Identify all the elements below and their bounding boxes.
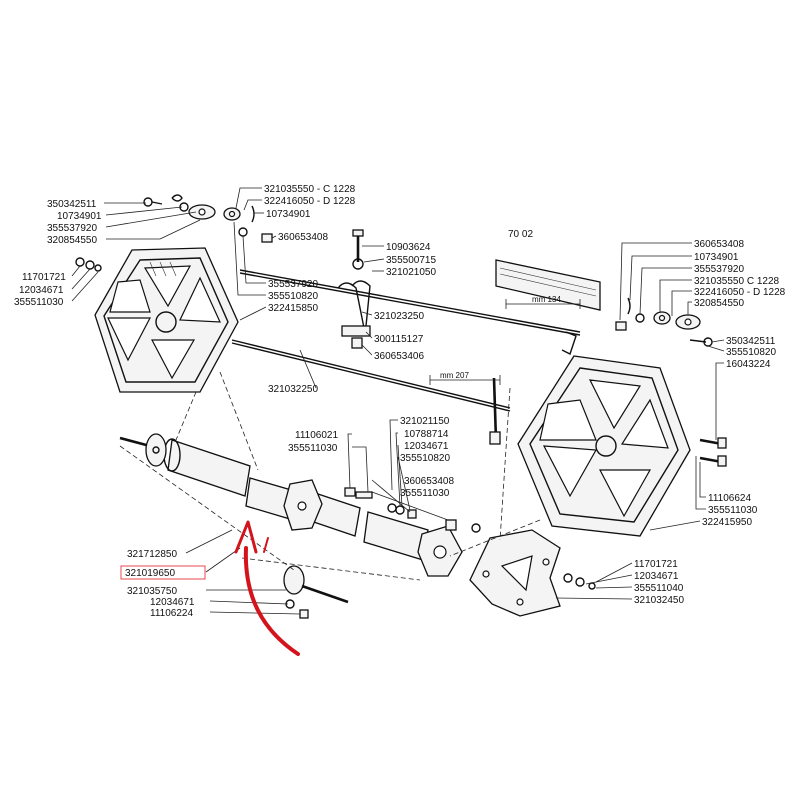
label-355511030-center-2: 355511030: [400, 488, 450, 499]
red-pointer-arrow: [234, 520, 300, 656]
label-350342511-left: 350342511: [47, 199, 97, 210]
label-355537920-mid: 355537920: [268, 279, 318, 290]
label-10788714: 10788714: [404, 429, 449, 440]
label-320854550-left: 320854550: [47, 235, 97, 246]
label-12034671-bottom: 12034671: [150, 597, 195, 608]
leader-lines: [71, 187, 725, 615]
label-355511030-right: 355511030: [708, 505, 758, 516]
highlight-box-321019650: [120, 565, 206, 580]
label-11701721-left: 11701721: [22, 272, 66, 283]
label-321035550-right: 321035550 C 1228: [694, 276, 780, 287]
label-360653408-right: 360653408: [694, 239, 744, 250]
label-10734901-top: 10734901: [266, 209, 311, 220]
label-321023250: 321023250: [374, 311, 424, 322]
label-350342511-right: 350342511: [726, 336, 776, 347]
label-12034671-left: 12034671: [19, 285, 64, 296]
right-hex-frame: [517, 355, 727, 537]
label-355511030-center: 355511030: [288, 443, 338, 454]
label-mm-207: mm 207: [440, 371, 469, 380]
label-321035750: 321035750: [127, 586, 177, 597]
label-16043224: 16043224: [726, 359, 771, 370]
shaft-assembly: [119, 269, 581, 619]
label-321021150: 321021150: [400, 416, 450, 427]
label-322415950: 322415950: [702, 517, 752, 528]
left-hex-frame: [94, 247, 239, 393]
label-321035550-top: 321035550 - C 1228: [264, 184, 356, 195]
label-321712850: 321712850: [127, 549, 177, 560]
label-11106624: 11106624: [708, 493, 751, 504]
label-11701721-bottom: 11701721: [634, 559, 678, 570]
label-10903624: 10903624: [386, 242, 431, 253]
label-10734901-left: 10734901: [57, 211, 102, 222]
label-12034671-center: 12034671: [404, 441, 449, 452]
label-355511030-left: 355511030: [14, 297, 64, 308]
blade-70-02: [495, 259, 601, 355]
dimension-marks: [429, 299, 581, 385]
label-355511040: 355511040: [634, 583, 684, 594]
label-10734901-right: 10734901: [694, 252, 739, 263]
label-320854550-right: 320854550: [694, 298, 744, 309]
label-mm-134: mm 134: [532, 295, 561, 304]
part-labels: 350342511 10734901 355537920 320854550 1…: [14, 184, 786, 619]
label-360653408-center: 360653408: [404, 476, 454, 487]
label-300115127: 300115127: [374, 334, 424, 345]
label-70-02: 70 02: [508, 229, 533, 240]
label-360653408-top: 360653408: [278, 232, 328, 243]
label-321019650: 321019650: [125, 568, 175, 579]
label-321032450: 321032450: [634, 595, 684, 606]
label-355510820-right: 355510820: [726, 347, 776, 358]
label-11106021: 11106021: [295, 430, 338, 441]
label-321032250: 321032250: [268, 384, 318, 395]
label-322415850: 322415850: [268, 303, 318, 314]
label-355537920-left: 355537920: [47, 223, 97, 234]
label-360653406: 360653406: [374, 351, 424, 362]
label-355510820-center: 355510820: [400, 453, 450, 464]
left-top-hardware: [75, 194, 273, 272]
label-355500715: 355500715: [386, 255, 436, 266]
label-12034671-bottom-2: 12034671: [634, 571, 679, 582]
label-355537920-right: 355537920: [694, 264, 744, 275]
label-322416050-right: 322416050 - D 1228: [694, 287, 786, 298]
label-321021050: 321021050: [386, 267, 436, 278]
label-322416050-top: 322416050 - D 1228: [264, 196, 356, 207]
label-355510820-mid: 355510820: [268, 291, 318, 302]
label-11106224: 11106224: [150, 608, 193, 619]
center-hardware: [337, 229, 501, 533]
